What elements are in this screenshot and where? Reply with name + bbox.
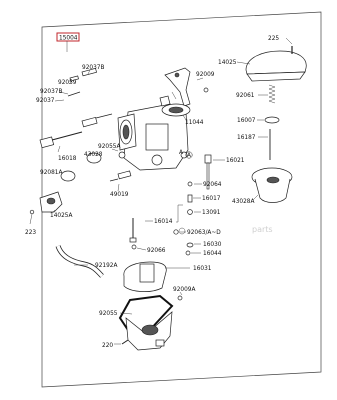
- plug-92064-part: [187, 181, 193, 187]
- label-92009: 92009: [196, 72, 215, 78]
- label-220: 220: [102, 343, 113, 349]
- label-16031: 16031: [193, 266, 212, 272]
- part-92066: [131, 244, 137, 250]
- screw-220-part: [121, 339, 129, 345]
- label-92064: 92064: [203, 182, 222, 188]
- label-43028a: 43028A: [232, 199, 254, 205]
- label-92037: 92037: [36, 98, 55, 104]
- label-16018: 16018: [58, 156, 77, 162]
- label-16187: 16187: [237, 135, 256, 141]
- label-16017: 16017: [202, 196, 221, 202]
- diagram-frame: [41, 11, 322, 388]
- oring-92063-part: [173, 229, 179, 235]
- label-16014: 16014: [154, 219, 173, 225]
- label-11044: 11044: [185, 120, 204, 126]
- label-223: 223: [25, 230, 36, 236]
- leader-92037b-2: [59, 91, 69, 95]
- screw-92009a-part: [177, 295, 183, 301]
- callout-a2-circle: [178, 227, 186, 235]
- watermark-text: parts: [252, 225, 273, 234]
- label-92066: 92066: [147, 248, 166, 254]
- leader-92037: [54, 99, 65, 102]
- label-92063: 92063/A~D: [187, 230, 221, 236]
- needle-jet-16021-part: [204, 154, 212, 190]
- leader-223: [29, 213, 33, 225]
- leader-11044-top: [171, 91, 177, 100]
- leader-225: [285, 37, 293, 45]
- retainer-plate-part: [264, 116, 280, 124]
- cover-14025a-part: [29, 191, 63, 215]
- leader-92055a: [111, 148, 119, 152]
- callout-a-circle: [185, 151, 193, 159]
- leader-14025a: [51, 209, 56, 214]
- label-16007: 16007: [237, 118, 256, 124]
- throttle-bracket-part: [164, 67, 191, 107]
- screw-49019-part: [109, 170, 132, 182]
- label-16021: 16021: [226, 158, 245, 164]
- bracket-16014: [176, 204, 183, 223]
- oring-92055a-part: [118, 151, 126, 159]
- leader-92037b: [87, 69, 91, 75]
- leader-92066: [136, 247, 147, 251]
- carburetor-body-part: [117, 95, 191, 171]
- label-16044: 16044: [203, 251, 222, 257]
- spring-part: [268, 84, 276, 104]
- float-valve-16014-part: [129, 218, 137, 243]
- diaphragm-piston-part: [251, 167, 293, 203]
- leader-43028a: [252, 194, 259, 201]
- label-92055: 92055: [99, 311, 118, 317]
- label-92037b: 92037B: [82, 65, 104, 71]
- assembly-label-box: [56, 32, 80, 42]
- label-49019: 49019: [110, 192, 129, 198]
- part-16044: [185, 250, 191, 256]
- assembly-label: 15004: [59, 36, 78, 42]
- leader-92059: [68, 80, 73, 85]
- leader-92009a: [179, 291, 183, 296]
- jet-16017-part: [187, 194, 193, 203]
- starter-plunger-part: [39, 113, 113, 149]
- leader-49019: [117, 183, 120, 192]
- label-225: 225: [268, 36, 279, 42]
- float-16031-part: [123, 261, 167, 292]
- label-92061: 92061: [236, 93, 255, 99]
- label-16030: 16030: [203, 242, 222, 248]
- holder-13091-part: [187, 209, 193, 215]
- label-13091: 13091: [202, 210, 221, 216]
- label-92081a: 92081A: [40, 170, 62, 176]
- top-cover-part: [245, 46, 307, 82]
- screw-92009-part: [203, 87, 209, 93]
- pilot-screw-assembly: [67, 67, 97, 97]
- label-92055a: 92055A: [98, 144, 120, 150]
- label-43028: 43028: [84, 152, 103, 158]
- label-92059: 92059: [58, 80, 77, 86]
- callout-a-letter: A: [187, 153, 191, 159]
- leader-16018: [57, 145, 61, 153]
- leader-92055: [119, 312, 133, 315]
- leader-14025: [236, 61, 251, 65]
- label-92009a: 92009A: [173, 287, 195, 293]
- label-92037b-2: 92037B: [40, 89, 62, 95]
- float-bowl-part: [118, 294, 174, 351]
- seal-43028-part: [86, 152, 102, 164]
- leader-11044: [182, 114, 187, 121]
- label-92192a: 92192A: [95, 263, 117, 269]
- label-14025a: 14025A: [50, 213, 72, 219]
- callout-a-body: A: [179, 150, 183, 156]
- leader-92009: [196, 77, 204, 81]
- label-14025: 14025: [218, 60, 237, 66]
- spring-92081a-part: [60, 170, 76, 182]
- part-16030: [186, 242, 194, 248]
